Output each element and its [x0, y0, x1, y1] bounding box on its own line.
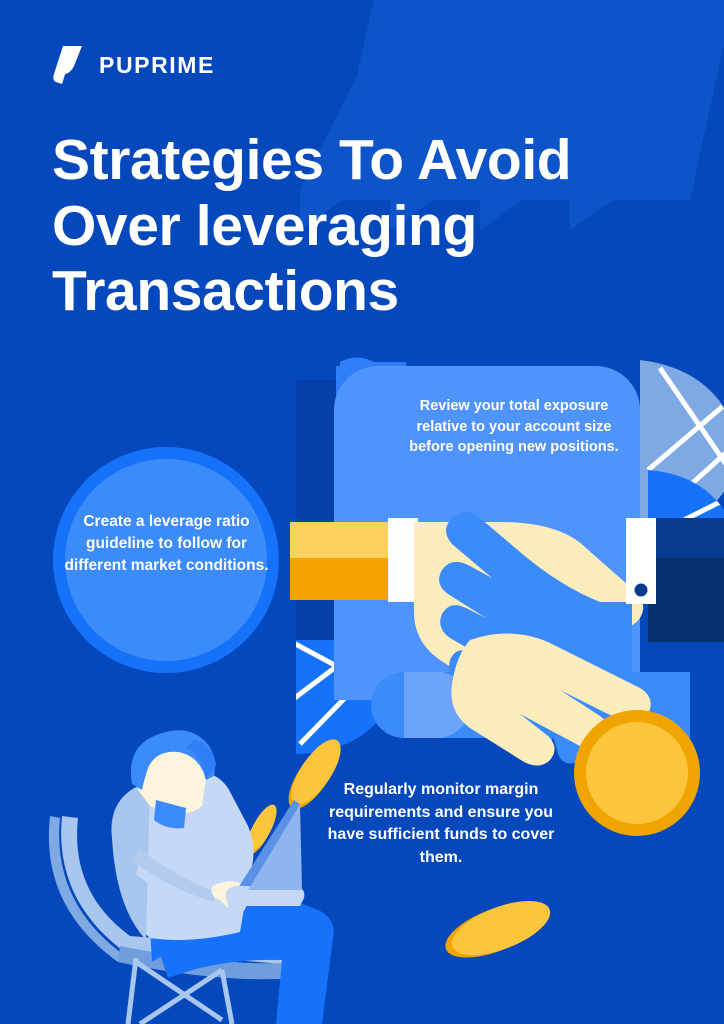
sleeve-left-dark — [290, 558, 400, 600]
sleeve-right-light — [656, 518, 724, 558]
brand-logo[interactable]: PUPRIME — [52, 46, 215, 84]
sleeve-right-dark — [656, 558, 724, 604]
callout-margin-monitor: Regularly monitor margin requirements an… — [327, 781, 555, 867]
puprime-p-mark-icon — [53, 46, 82, 84]
cuff-left — [388, 518, 418, 602]
sleeve-left-light — [290, 522, 400, 558]
title-line-1: Strategies To Avoid — [52, 128, 572, 192]
page-title: Strategies To Avoid Over leveraging Tran… — [52, 128, 692, 325]
leverage-circle-badge — [53, 447, 279, 673]
laptop-icon — [225, 800, 305, 906]
chair-icon-legs — [125, 957, 235, 1024]
person-neck — [154, 800, 186, 829]
title-line-2: Over leveraging — [52, 193, 477, 258]
callout-leverage-ratio: Create a leverage ratio guideline to fol… — [64, 513, 269, 574]
gold-coin-icon-large — [574, 710, 700, 836]
person-with-laptop-icon — [48, 730, 334, 1024]
callout-review-exposure: Review your total exposure relative to y… — [409, 398, 619, 456]
brand-name: PUPRIME — [99, 51, 215, 78]
cuff-button — [634, 583, 648, 597]
title-line-3: Transactions — [52, 259, 399, 324]
